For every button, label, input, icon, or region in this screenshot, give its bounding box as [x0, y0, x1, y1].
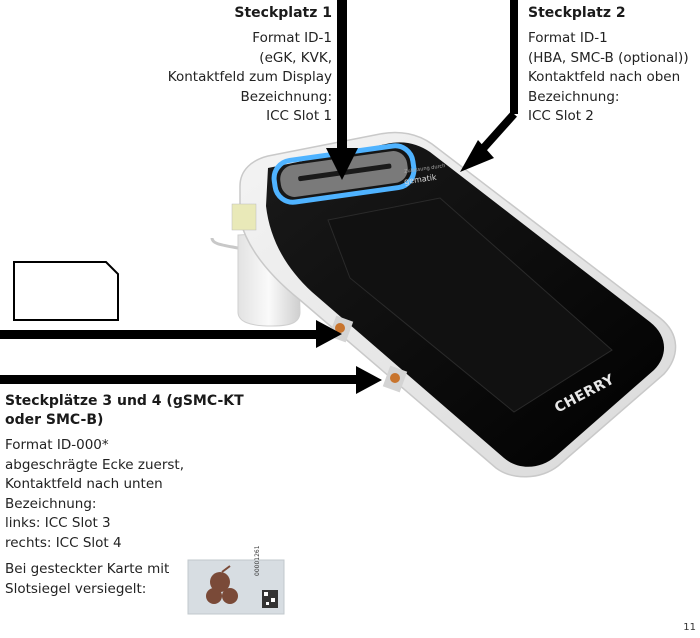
slot34-line: links: ICC Slot 3: [5, 515, 111, 531]
slot2-line: Bezeichnung:: [528, 88, 620, 105]
slot34-line: Kontaktfeld nach unten: [5, 476, 163, 492]
cable: [210, 237, 239, 250]
slot1-description: Steckplatz 1 Format ID-1 (eGK, KVK, Kont…: [130, 4, 332, 127]
display-area: [327, 197, 613, 413]
seal-caption: Bei gesteckter Karte mit Slotsiegel vers…: [5, 560, 185, 599]
slot4-seal-dot: [390, 373, 400, 383]
slot1-line: (eGK, KVK,: [259, 49, 332, 66]
slot34-line: Bezeichnung:: [5, 495, 97, 512]
arrow2-head: [460, 140, 494, 172]
slot3-seal-dot: [335, 323, 345, 333]
slot34-line: abgeschrägte Ecke zuerst,: [5, 456, 185, 473]
arrow1-shaft: [337, 0, 347, 150]
slot2-line: ICC Slot 2: [528, 108, 594, 124]
arrow3-shaft: [0, 330, 318, 339]
slot2-heading: Steckplatz 2: [528, 5, 626, 21]
id000-card-outline: [13, 261, 119, 321]
arrow1-head: [326, 148, 358, 180]
arrow3-head: [316, 320, 342, 348]
seal-leaf-icon: [210, 572, 230, 592]
slot34-line: rechts: ICC Slot 4: [5, 534, 122, 551]
slot1-line: ICC Slot 1: [266, 108, 332, 124]
seal-caption-line1: Bei gesteckter Karte mit: [5, 561, 170, 577]
slot2-description: Steckplatz 2 Format ID-1 (HBA, SMC-B (op…: [528, 4, 698, 127]
arrow4-head: [356, 366, 382, 394]
slot1-line: Format ID-1: [252, 30, 332, 46]
arrow4-shaft: [0, 375, 358, 384]
arrow2-diagonal: [477, 111, 517, 155]
side-sticker: [231, 203, 257, 231]
slot2-line: Kontaktfeld nach oben: [528, 69, 681, 85]
slot34-heading-line1: Steckplätze 3 und 4 (gSMC-KT: [5, 393, 244, 409]
seal-code: 00001261: [254, 545, 261, 576]
page-number: 11: [683, 622, 696, 633]
slot1-line: Bezeichnung:: [240, 88, 332, 105]
slot2-line: (HBA, SMC-B (optional)): [528, 49, 689, 66]
slot1-line: Kontaktfeld zum Display: [167, 69, 332, 85]
slot34-description: Steckplätze 3 und 4 (gSMC-KT oder SMC-B)…: [5, 392, 245, 553]
slot34-line: Format ID-000*: [5, 437, 109, 453]
slot1-heading: Steckplatz 1: [234, 5, 332, 21]
seal-caption-line2: Slotsiegel versiegelt:: [5, 580, 147, 597]
slot34-heading-line2: oder SMC-B): [5, 412, 104, 428]
slot2-line: Format ID-1: [528, 30, 608, 46]
